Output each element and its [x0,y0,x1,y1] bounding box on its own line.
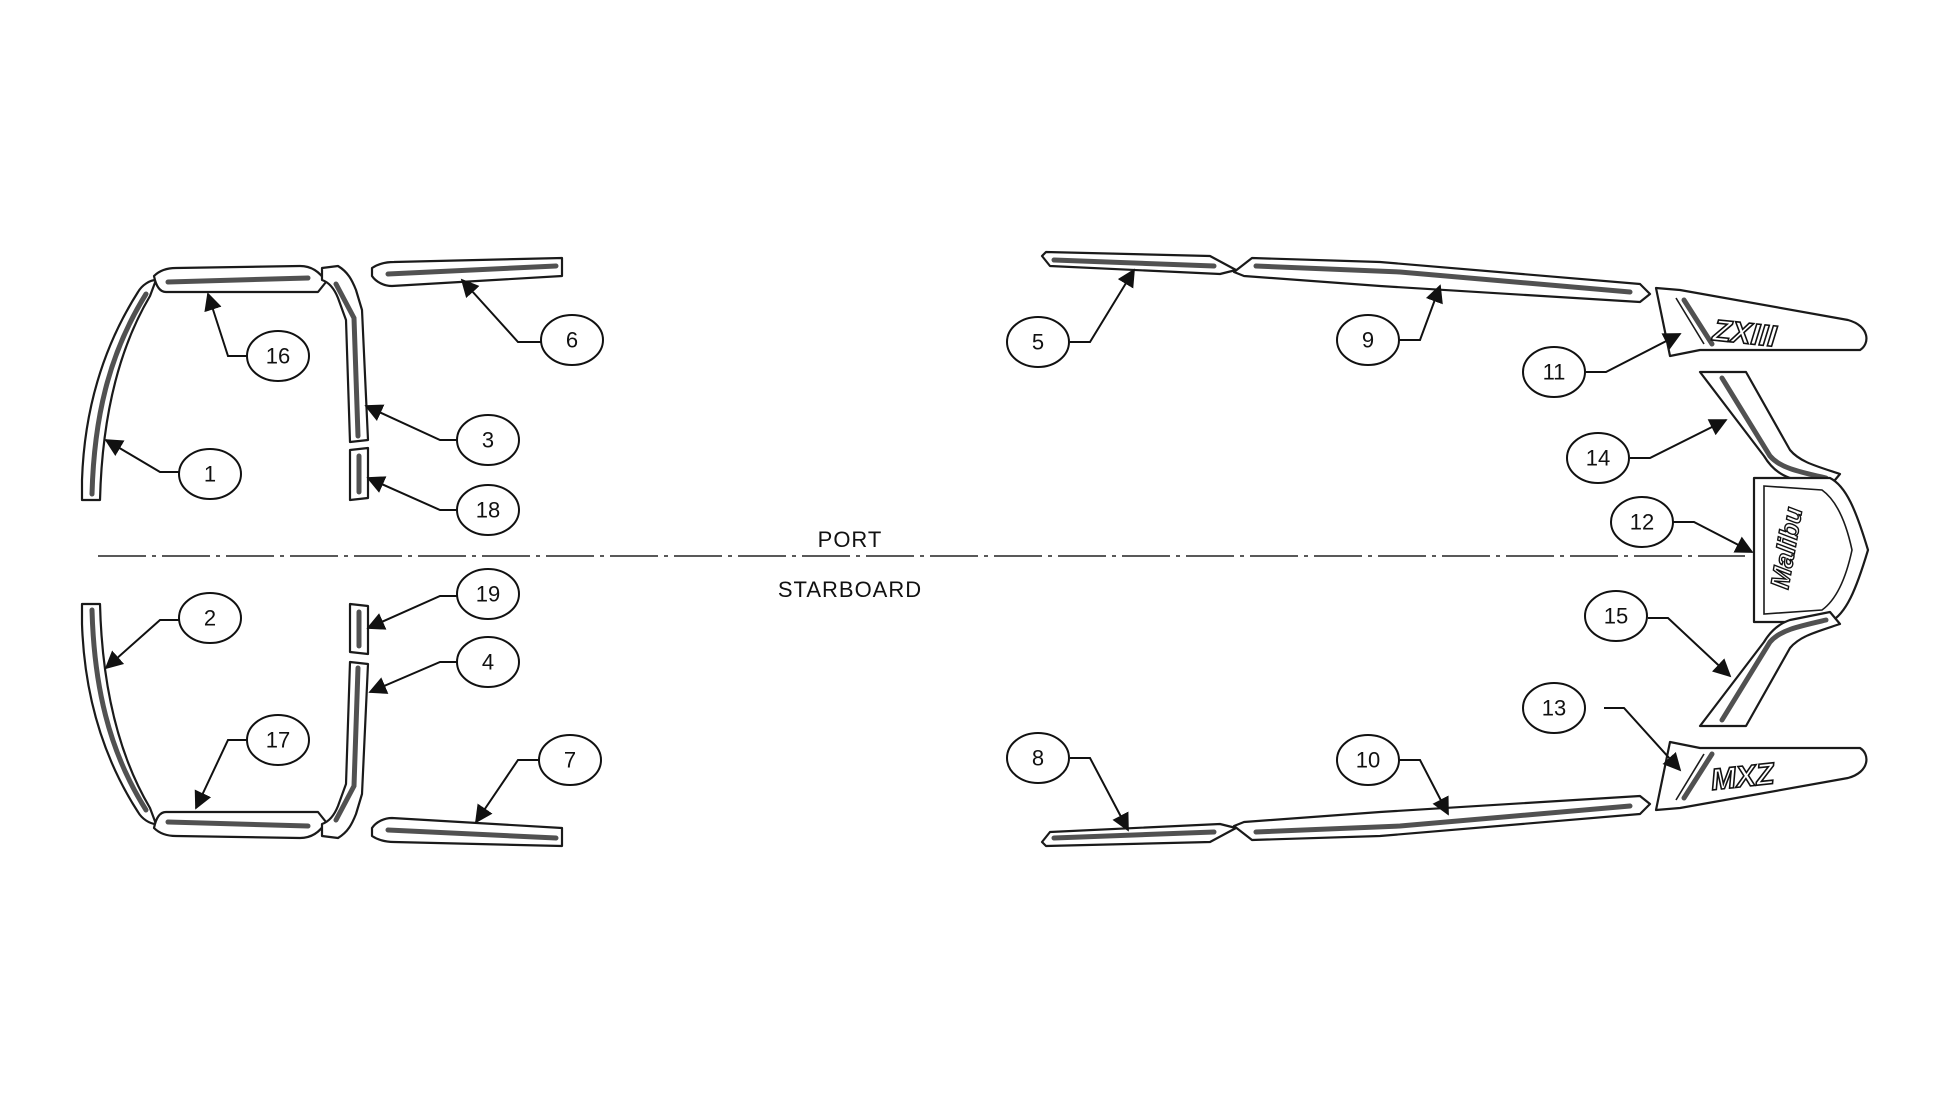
pad-8 [1040,822,1238,848]
svg-text:19: 19 [476,582,500,607]
leader-12 [1672,521,1754,553]
leader-11 [1586,333,1682,373]
pad-19 [348,602,370,656]
port-label: PORT [818,527,883,552]
svg-text:4: 4 [482,650,494,675]
svg-text:15: 15 [1604,604,1628,629]
pad-17 [152,810,328,840]
callout-8: 8 [1006,732,1070,784]
pad-7 [370,816,564,848]
pad-13: MXZ [1654,740,1868,812]
pad-3 [320,264,370,444]
leader-19 [366,595,460,630]
leader-5 [1070,268,1135,343]
callout-18: 18 [456,484,520,536]
leader-13 [1604,707,1682,772]
callout-7: 7 [538,734,602,786]
leader-10 [1398,759,1449,816]
callout-11: 11 [1522,346,1586,398]
pad-10 [1232,794,1652,842]
callout-17: 17 [246,714,310,766]
pad-15 [1698,610,1842,728]
svg-text:14: 14 [1586,446,1610,471]
pad-2 [80,602,158,826]
svg-text:17: 17 [266,728,290,753]
leader-18 [366,476,460,511]
callout-16: 16 [246,330,310,382]
leader-6 [460,278,542,343]
leader-15 [1648,617,1732,678]
leader-16 [204,292,250,357]
callout-2: 2 [178,592,242,644]
pad-9 [1232,256,1652,304]
pad-5 [1040,250,1238,276]
pad-18 [348,446,370,502]
svg-text:10: 10 [1356,748,1380,773]
pad-6 [370,256,564,288]
pad-14 [1698,370,1842,488]
svg-text:5: 5 [1032,330,1044,355]
leader-1 [104,439,180,473]
svg-text:13: 13 [1542,696,1566,721]
leader-7 [474,759,542,824]
leader-14 [1630,419,1728,459]
svg-text:16: 16 [266,344,290,369]
leader-3 [364,404,460,441]
pad-16 [152,264,328,294]
svg-text:1: 1 [204,462,216,487]
svg-text:3: 3 [482,428,494,453]
svg-text:2: 2 [204,606,216,631]
callout-15: 15 [1584,590,1648,642]
pad-4 [320,660,370,840]
leader-lines [104,268,1754,832]
callout-10: 10 [1336,734,1400,786]
pad-11: ZXIII [1654,286,1868,358]
svg-text:9: 9 [1362,328,1374,353]
callout-9: 9 [1336,314,1400,366]
svg-text:11: 11 [1543,360,1566,385]
callout-3: 3 [456,414,520,466]
leader-4 [368,661,460,694]
svg-text:7: 7 [564,748,576,773]
callout-1: 1 [178,448,242,500]
callout-14: 14 [1566,432,1630,484]
leader-8 [1070,757,1129,832]
callout-13: 13 [1522,682,1586,734]
pad-12: Malibu [1752,476,1870,624]
starboard-label: STARBOARD [778,577,922,602]
callout-12: 12 [1610,496,1674,548]
leader-9 [1398,284,1443,341]
callout-5: 5 [1006,316,1070,368]
callout-19: 19 [456,568,520,620]
svg-text:6: 6 [566,328,578,353]
mxz-logo: MXZ [1709,757,1777,797]
leader-2 [104,619,180,670]
leader-17 [194,739,250,810]
svg-text:12: 12 [1630,510,1654,535]
callout-4: 4 [456,636,520,688]
svg-text:8: 8 [1032,746,1044,771]
zxiii-logo: ZXIII [1710,314,1778,354]
callout-6: 6 [540,314,604,366]
pad-1 [80,278,158,502]
svg-text:18: 18 [476,498,500,523]
